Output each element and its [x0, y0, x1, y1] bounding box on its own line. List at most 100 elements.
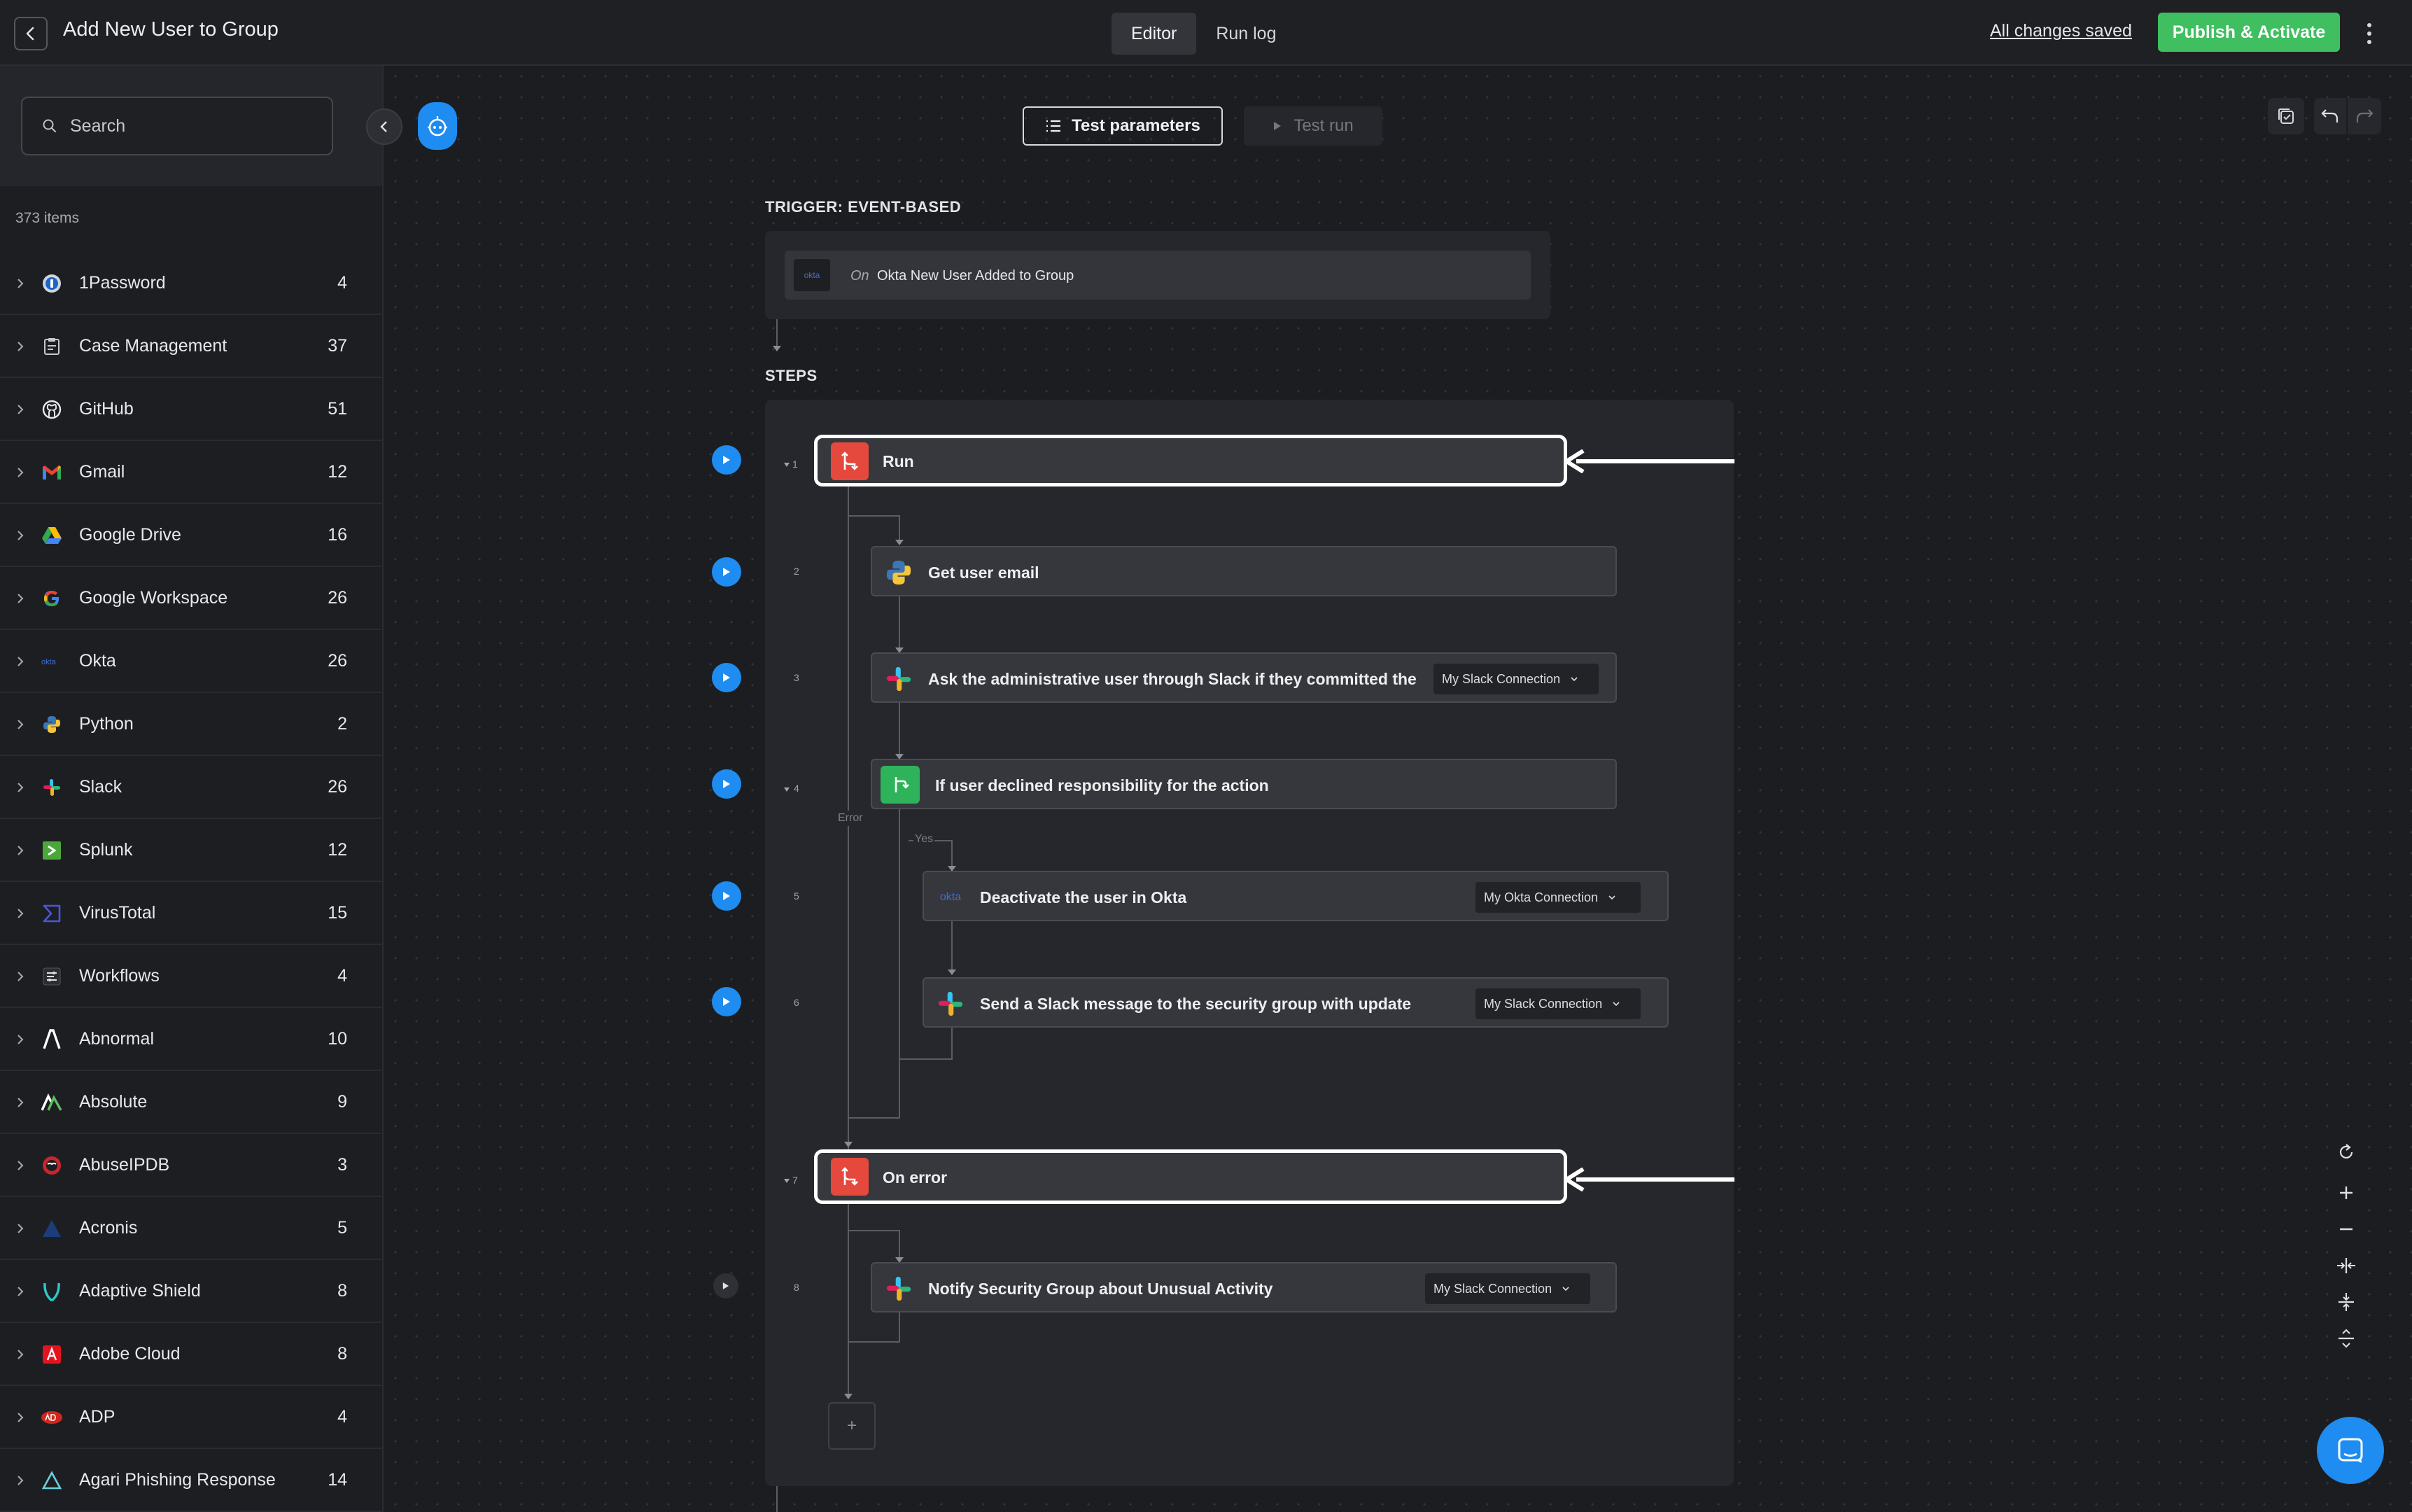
- trigger-card[interactable]: [785, 251, 1531, 300]
- sidebar-item-adobe-cloud[interactable]: Adobe Cloud 8: [0, 1323, 382, 1386]
- copy-button[interactable]: [2268, 98, 2304, 134]
- connection-dropdown[interactable]: My Slack Connection: [1425, 1273, 1590, 1304]
- chevron-right-icon[interactable]: [15, 277, 25, 290]
- chevron-right-icon[interactable]: [15, 655, 25, 668]
- collapse-caret-icon[interactable]: [783, 462, 790, 468]
- chevron-right-icon[interactable]: [15, 970, 25, 983]
- chevron-right-icon[interactable]: [15, 1348, 25, 1361]
- chevron-right-icon[interactable]: [15, 907, 25, 920]
- step-send-slack-message[interactable]: Send a Slack message to the security gro…: [923, 977, 1669, 1028]
- sidebar-item-google-drive[interactable]: Google Drive 16: [0, 504, 382, 567]
- search-input[interactable]: Search: [21, 97, 333, 155]
- step-run[interactable]: Run: [814, 435, 1567, 486]
- play-icon: [723, 568, 730, 576]
- sidebar-item-splunk[interactable]: Splunk 12: [0, 819, 382, 882]
- chevron-left-icon: [380, 121, 387, 132]
- connection-dropdown[interactable]: My Okta Connection: [1475, 882, 1641, 913]
- run-step-button[interactable]: [712, 881, 741, 911]
- step-get-user-email[interactable]: Get user email: [871, 546, 1617, 596]
- sidebar-item-github[interactable]: GitHub 51: [0, 378, 382, 441]
- connector-line: [848, 1230, 899, 1231]
- sidebar-item-label: Absolute: [79, 1092, 148, 1112]
- sidebar-item-google-workspace[interactable]: Google Workspace 26: [0, 567, 382, 630]
- connection-dropdown[interactable]: My Slack Connection: [1433, 664, 1599, 694]
- step-ask-admin-slack[interactable]: Ask the administrative user through Slac…: [871, 652, 1617, 703]
- sidebar-item-python[interactable]: Python 2: [0, 693, 382, 756]
- ai-assistant-icon[interactable]: [418, 102, 457, 150]
- chevron-right-icon[interactable]: [15, 1285, 25, 1298]
- step-on-error[interactable]: On error: [814, 1149, 1567, 1204]
- chevron-right-icon[interactable]: [15, 781, 25, 794]
- sidebar-item-abnormal[interactable]: Abnormal 10: [0, 1008, 382, 1071]
- chevron-right-icon[interactable]: [15, 718, 25, 731]
- tab-editor[interactable]: Editor: [1112, 13, 1197, 55]
- collapse-caret-icon[interactable]: [783, 1178, 790, 1184]
- fit-width-icon[interactable]: [2329, 1249, 2363, 1282]
- chevron-right-icon[interactable]: [15, 1159, 25, 1172]
- connector-line: [776, 1486, 778, 1512]
- trigger-on-label: On: [850, 268, 869, 284]
- chevron-right-icon[interactable]: [15, 340, 25, 353]
- sidebar-item-adaptive-shield[interactable]: Adaptive Shield 8: [0, 1260, 382, 1323]
- chevron-left-icon: [26, 27, 34, 41]
- sidebar-item-slack[interactable]: Slack 26: [0, 756, 382, 819]
- fit-height-icon[interactable]: [2329, 1285, 2363, 1319]
- sidebar-item-case-management[interactable]: Case Management 37: [0, 315, 382, 378]
- sidebar-item-workflows[interactable]: Workflows 4: [0, 945, 382, 1008]
- test-parameters-button[interactable]: Test parameters: [1023, 106, 1223, 146]
- step-number: 6: [794, 997, 799, 1008]
- run-step-button[interactable]: [712, 769, 741, 799]
- sidebar-item-agari-phishing-response[interactable]: Agari Phishing Response 14: [0, 1449, 382, 1512]
- chevron-right-icon[interactable]: [15, 403, 25, 416]
- chevron-right-icon[interactable]: [15, 1222, 25, 1235]
- sidebar-item-gmail[interactable]: Gmail 12: [0, 441, 382, 504]
- chevron-right-icon[interactable]: [15, 1411, 25, 1424]
- run-step-button[interactable]: [713, 1273, 738, 1298]
- 1password-icon: [41, 272, 63, 295]
- back-button[interactable]: [14, 17, 48, 50]
- arrow-down-icon: [895, 540, 904, 545]
- run-step-button[interactable]: [712, 663, 741, 692]
- save-status-link[interactable]: All changes saved: [1990, 21, 2132, 41]
- chevron-right-icon[interactable]: [15, 1474, 25, 1487]
- chevron-right-icon[interactable]: [15, 1096, 25, 1109]
- step-notify-security-group[interactable]: Notify Security Group about Unusual Acti…: [871, 1262, 1617, 1312]
- trigger-event-text: Okta New User Added to Group: [877, 268, 1074, 284]
- more-options-icon[interactable]: [2359, 17, 2380, 50]
- zoom-out-icon[interactable]: [2329, 1212, 2363, 1246]
- step-deactivate-okta[interactable]: okta Deactivate the user in Okta My Okta…: [923, 871, 1669, 921]
- add-step-button[interactable]: +: [828, 1402, 876, 1450]
- expand-vertical-icon[interactable]: [2329, 1322, 2363, 1355]
- support-chat-button[interactable]: [2317, 1417, 2384, 1484]
- sidebar-item-label: ADP: [79, 1407, 115, 1427]
- connection-dropdown[interactable]: My Slack Connection: [1475, 988, 1641, 1019]
- sidebar-item-label: Workflows: [79, 966, 160, 986]
- chevron-right-icon[interactable]: [15, 592, 25, 605]
- sidebar-item-1password[interactable]: 1Password 4: [0, 252, 382, 315]
- publish-activate-button[interactable]: Publish & Activate: [2158, 13, 2340, 52]
- chevron-right-icon[interactable]: [15, 529, 25, 542]
- run-step-button[interactable]: [712, 987, 741, 1016]
- sidebar-item-adp[interactable]: ADP 4: [0, 1386, 382, 1449]
- sidebar-item-okta[interactable]: okta Okta 26: [0, 630, 382, 693]
- reset-view-icon[interactable]: [2329, 1135, 2363, 1169]
- step-title: Run: [883, 452, 914, 470]
- step-if-user-declined[interactable]: If user declined responsibility for the …: [871, 759, 1617, 809]
- collapse-caret-icon[interactable]: [783, 787, 790, 792]
- sidebar-item-abuseipdb[interactable]: AbuseIPDB 3: [0, 1134, 382, 1197]
- test-run-button[interactable]: Test run: [1244, 106, 1382, 146]
- sidebar-item-acronis[interactable]: Acronis 5: [0, 1197, 382, 1260]
- run-step-button[interactable]: [712, 445, 741, 475]
- undo-icon[interactable]: [2314, 98, 2348, 134]
- tab-run-log[interactable]: Run log: [1216, 23, 1277, 43]
- redo-icon[interactable]: [2348, 98, 2381, 134]
- sidebar-item-absolute[interactable]: Absolute 9: [0, 1071, 382, 1134]
- zoom-in-icon[interactable]: [2329, 1176, 2363, 1210]
- chevron-right-icon[interactable]: [15, 844, 25, 857]
- sidebar-item-count: 4: [337, 1407, 347, 1427]
- sidebar-item-virustotal[interactable]: VirusTotal 15: [0, 882, 382, 945]
- chevron-right-icon[interactable]: [15, 466, 25, 479]
- collapse-sidebar-button[interactable]: [366, 108, 402, 145]
- run-step-button[interactable]: [712, 557, 741, 587]
- chevron-right-icon[interactable]: [15, 1033, 25, 1046]
